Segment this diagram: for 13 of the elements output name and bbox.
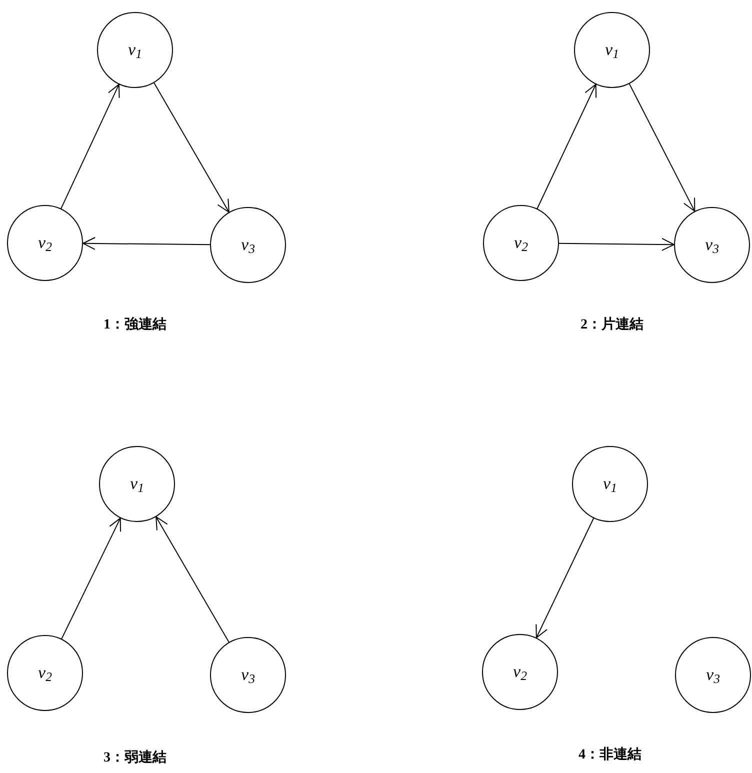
arrow: [536, 84, 597, 210]
graph-caption: 3：弱連結: [104, 748, 166, 768]
arrow: [61, 518, 121, 640]
arrow: [82, 237, 210, 250]
graph-caption: 4：非連結: [578, 746, 642, 764]
arrow: [536, 518, 594, 638]
graph-caption: 2：片連結: [580, 316, 644, 334]
arrow: [60, 84, 120, 210]
arrow: [558, 238, 674, 251]
graph-caption: 1：強連結: [104, 316, 166, 334]
arrow: [156, 516, 230, 643]
arrow: [628, 83, 696, 212]
arrow: [154, 82, 230, 213]
